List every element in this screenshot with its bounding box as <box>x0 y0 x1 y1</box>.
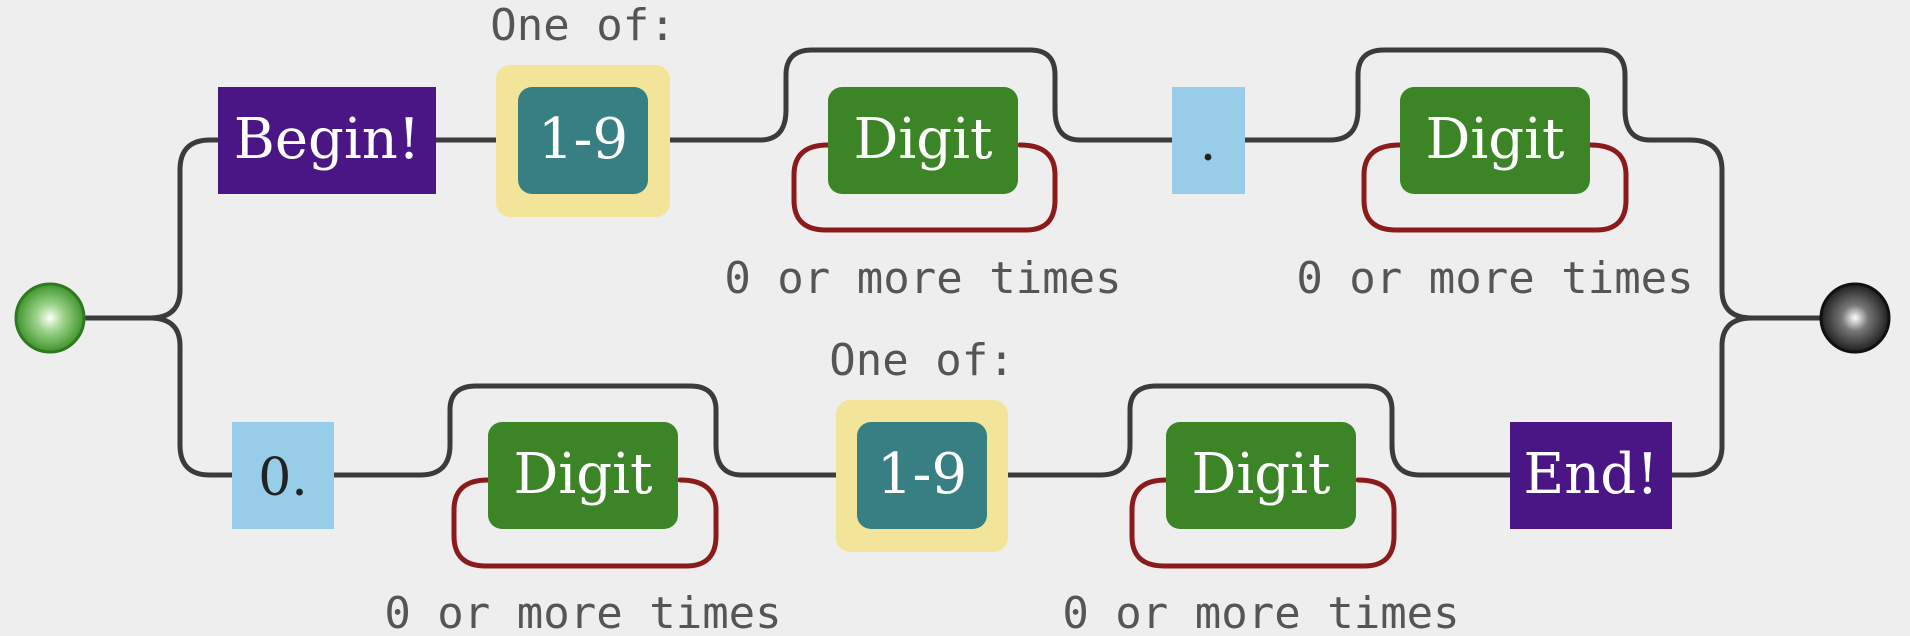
skip-bottom-digit1 <box>417 383 745 478</box>
repeat-top-digit2 <box>1361 142 1629 233</box>
range-box-bottom <box>857 422 987 529</box>
digit-box-bottom-2 <box>1166 422 1356 529</box>
join-top-wire <box>1687 137 1825 321</box>
dot-box <box>1172 87 1245 194</box>
one-of-label-top: One of: <box>490 0 675 51</box>
range-label-top: 1-9 <box>538 107 628 172</box>
zero-dot-label: 0. <box>258 448 308 508</box>
wires <box>81 137 1825 478</box>
join-bottom-wire <box>1669 315 1755 478</box>
digit-label-bottom-1: Digit <box>513 442 653 507</box>
skip-top-digit1 <box>757 47 1083 143</box>
zero-dot-box <box>232 422 334 529</box>
begin-label: Begin! <box>234 107 421 172</box>
split-top-wire <box>147 137 221 321</box>
begin-box <box>218 87 436 194</box>
skip-top-digit2 <box>1327 47 1653 143</box>
end-node <box>1819 282 1891 354</box>
skip-bottom-digit2 <box>1097 383 1423 478</box>
repeat-label-bottom-2: 0 or more times <box>1062 588 1459 636</box>
end-label: End! <box>1523 442 1658 507</box>
digit-box-top-2 <box>1400 87 1590 194</box>
split-bottom-wire <box>147 315 235 478</box>
repeat-bottom-digit2 <box>1129 477 1397 569</box>
end-box <box>1510 422 1672 529</box>
digit-label-top-2: Digit <box>1425 107 1565 172</box>
repeat-label-top-1: 0 or more times <box>724 253 1121 304</box>
start-node <box>14 282 86 354</box>
repeat-label-top-2: 0 or more times <box>1296 253 1693 304</box>
one-of-label-bottom: One of: <box>829 335 1014 386</box>
digit-label-bottom-2: Digit <box>1191 442 1331 507</box>
digit-label-top-1: Digit <box>853 107 993 172</box>
range-box-top <box>518 87 648 194</box>
loops <box>417 47 1653 569</box>
digit-box-top-1 <box>828 87 1018 194</box>
range-label-bottom: 1-9 <box>877 442 967 507</box>
repeat-bottom-digit1 <box>451 477 719 569</box>
digit-box-bottom-1 <box>488 422 678 529</box>
repeat-label-bottom-1: 0 or more times <box>384 588 781 636</box>
dot-label: . <box>1200 113 1217 173</box>
repeat-top-digit1 <box>791 142 1058 233</box>
